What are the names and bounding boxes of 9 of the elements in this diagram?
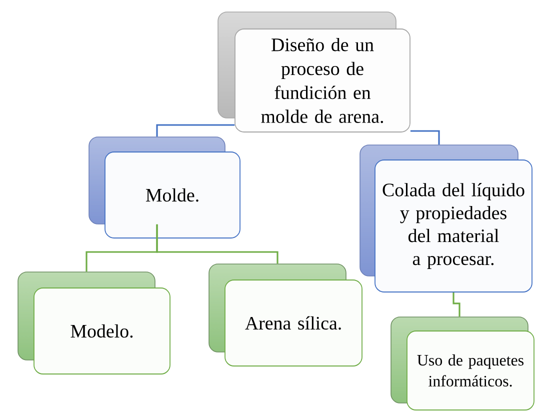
process-box: Arena sílica. — [208, 264, 362, 366]
connector — [156, 224, 278, 264]
connector — [156, 124, 235, 137]
process-box: Uso de paquetes informáticos. — [390, 316, 534, 410]
process-box: Molde. — [88, 136, 240, 238]
process-box: Diseño de un proceso de fundición en molde de arena. — [218, 12, 410, 132]
process-box: Modelo. — [18, 272, 170, 374]
connector — [452, 292, 460, 317]
process-box: Colada del líquido y propiedades del material a procesar. — [360, 144, 532, 292]
